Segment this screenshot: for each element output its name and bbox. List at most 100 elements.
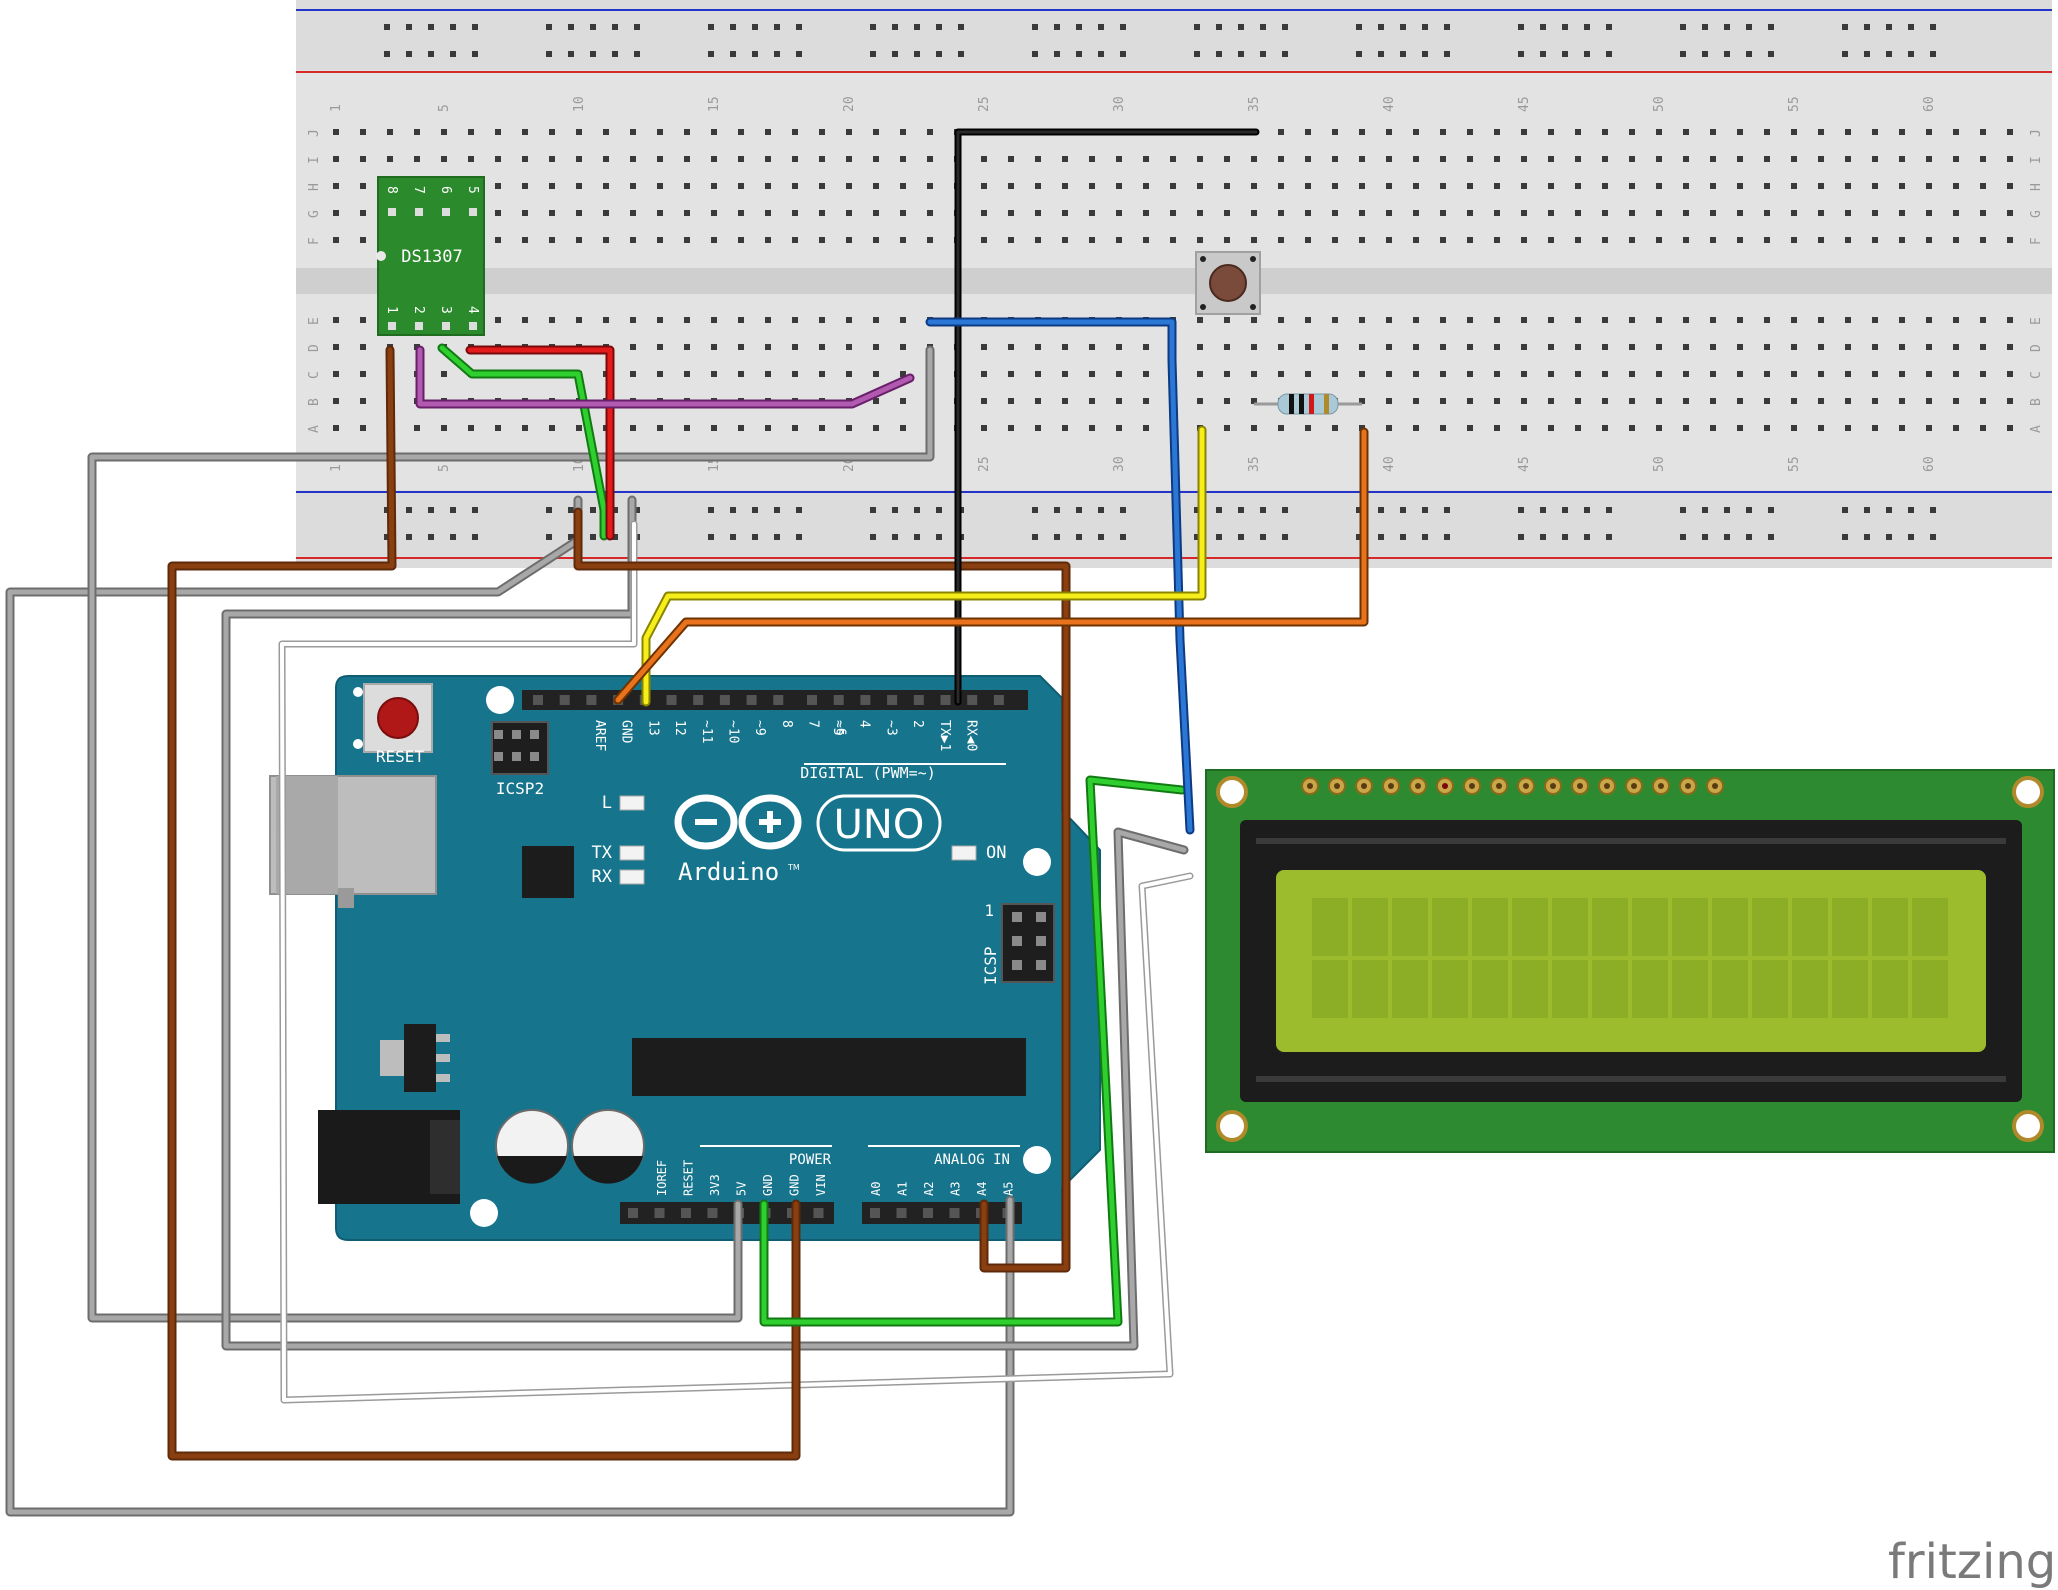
capacitor [571,1109,645,1184]
analog-pin-label: A2 [922,1182,936,1196]
breadboard-hole [630,210,636,216]
breadboard-hole [1899,237,1905,243]
rail-hole [450,51,456,57]
breadboard-hole [1359,317,1365,323]
rail-hole [1282,24,1288,30]
breadboard-hole [1116,156,1122,162]
breadboard-hole [1440,398,1446,404]
rail-hole [1098,507,1104,513]
breadboard-hole [1494,425,1500,431]
breadboard-hole [630,129,636,135]
breadboard-holes [333,24,2013,540]
breadboard-hole [1980,210,1986,216]
resistor-band [1309,394,1314,414]
rail-hole [914,534,920,540]
breadboard-hole [1413,425,1419,431]
breadboard-hole [1710,344,1716,350]
breadboard-hole [819,317,825,323]
rail-hole [384,24,390,30]
pushbutton-cap[interactable] [1209,264,1247,302]
mounting-hole [2012,1110,2044,1142]
header-hole [870,1208,880,1218]
rail-hole [1444,51,1450,57]
rail-hole [428,51,434,57]
breadboard-hole [873,344,879,350]
rail-hole [1260,24,1266,30]
rail-hole [1724,51,1730,57]
breadboard-hole [981,237,987,243]
rail-hole [546,24,552,30]
rail-hole [1584,51,1590,57]
breadboard-hole [1440,344,1446,350]
breadboard-hole [873,425,879,431]
resistor[interactable] [1254,393,1362,415]
lcd-char-cell [1712,960,1748,1018]
breadboard-hole [1845,317,1851,323]
rail-hole [1054,534,1060,540]
breadboard-hole [1818,237,1824,243]
breadboard-hole [765,344,771,350]
breadboard-hole [846,425,852,431]
breadboard-hole [1332,344,1338,350]
rail-hole [1864,534,1870,540]
lcd-char-cell [1392,960,1428,1018]
breadboard-hole [1575,183,1581,189]
pushbutton[interactable] [1195,251,1261,315]
column-number: 40 [1382,96,1397,112]
breadboard-hole [1494,156,1500,162]
breadboard-hole [468,156,474,162]
breadboard-hole [1359,371,1365,377]
lcd-char-cell [1592,960,1628,1018]
rail-hole [1194,534,1200,540]
row-letter: C [307,371,322,379]
breadboard-hole [1548,183,1554,189]
breadboard-hole [846,210,852,216]
rail-hole [730,534,736,540]
breadboard-hole [1575,398,1581,404]
breadboard-hole [1008,344,1014,350]
breadboard-hole [1737,129,1743,135]
breadboard-hole [1224,371,1230,377]
rail-hole [428,24,434,30]
reset-button[interactable] [377,697,419,739]
lcd-char-cell [1672,898,1708,956]
rail-hole [936,51,942,57]
power-header [620,1202,834,1224]
power-label: POWER [789,1152,832,1168]
lcd-16x2[interactable] [1205,769,2055,1153]
breadboard-hole [360,183,366,189]
lcd-char-cell [1472,898,1508,956]
arduino-uno[interactable]: RESET ICSP2 L TX RX ON [269,675,1101,1241]
breadboard-hole [1602,317,1608,323]
breadboard-hole [1710,371,1716,377]
breadboard-hole [1953,344,1959,350]
breadboard-hole [360,425,366,431]
breadboard-hole [1899,156,1905,162]
lcd-char-cell [1672,960,1708,1018]
breadboard-hole [873,210,879,216]
breadboard-hole [873,317,879,323]
breadboard-hole [927,129,933,135]
breadboard-hole [1224,237,1230,243]
breadboard-hole [711,317,717,323]
breadboard-hole [360,317,366,323]
led-tx [619,845,645,861]
breadboard-hole [684,317,690,323]
breadboard-hole [1521,317,1527,323]
breadboard-hole [1197,156,1203,162]
breadboard-hole [576,156,582,162]
logo-minus [695,819,717,825]
breadboard-hole [1872,371,1878,377]
header-hole [666,695,677,705]
lcd-pin-hole [1712,783,1718,789]
rail-hole [892,534,898,540]
breadboard-hole [360,237,366,243]
row-letter: H [2029,183,2044,191]
breadboard-hole [1845,371,1851,377]
rail-hole [450,534,456,540]
breadboard-hole [1602,344,1608,350]
icsp-pin1-label: 1 [984,901,994,920]
